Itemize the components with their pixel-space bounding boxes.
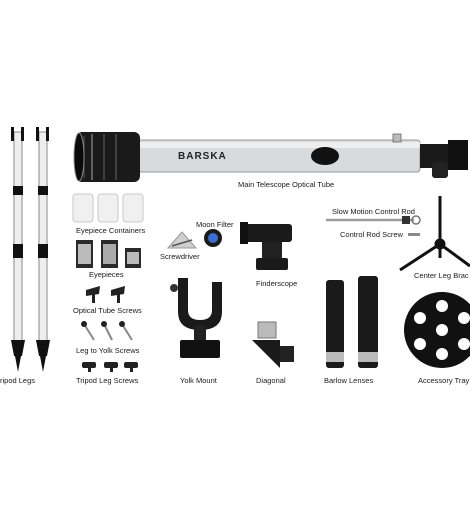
tripod-leg-left bbox=[11, 127, 25, 372]
label-tripod-leg-screws: Tripod Leg Screws bbox=[76, 376, 139, 385]
brand-logo: BARSKA bbox=[178, 151, 227, 162]
tripod-leg-right bbox=[36, 127, 50, 372]
label-eyepiece-containers: Eyepiece Containers bbox=[76, 226, 146, 235]
label-main-tube: Main Telescope Optical Tube bbox=[238, 180, 335, 189]
eyepieces bbox=[76, 240, 141, 268]
main-telescope-tube bbox=[73, 132, 468, 182]
diagonal bbox=[252, 321, 294, 368]
accessory-tray bbox=[404, 292, 470, 368]
label-slow-motion-control-rod: Slow Motion Control Rod bbox=[332, 207, 415, 216]
tripod-leg-screws bbox=[82, 362, 138, 372]
label-finderscope: Finderscope bbox=[256, 279, 298, 288]
eyepiece-containers bbox=[72, 193, 144, 223]
yolk-mount bbox=[170, 278, 222, 358]
finderscope bbox=[240, 222, 292, 270]
label-yolk-mount: Yolk Mount bbox=[180, 376, 217, 385]
slow-motion-control-rod bbox=[326, 215, 421, 225]
barlow-lenses bbox=[326, 276, 378, 368]
label-center-leg-bracket: Center Leg Brac bbox=[414, 271, 469, 280]
center-leg-bracket bbox=[399, 196, 470, 272]
label-tripod-legs: ripod Legs bbox=[0, 376, 36, 385]
label-eyepieces: Eyepieces bbox=[89, 270, 124, 279]
screwdriver bbox=[166, 231, 198, 249]
label-screwdriver: Screwdriver bbox=[160, 252, 200, 261]
label-leg-to-yolk-screws: Leg to Yolk Screws bbox=[76, 346, 140, 355]
brand-text: BARSKA bbox=[178, 151, 227, 162]
label-accessory-tray: Accessory Tray bbox=[418, 376, 470, 385]
label-barlow-lenses: Barlow Lenses bbox=[324, 376, 374, 385]
label-optical-tube-screws: Optical Tube Screws bbox=[73, 306, 142, 315]
label-diagonal: Diagonal bbox=[256, 376, 286, 385]
leg-to-yolk-screws bbox=[81, 321, 133, 341]
label-moon-filter: Moon Filter bbox=[196, 220, 234, 229]
moon-filter bbox=[204, 229, 222, 247]
optical-tube-screws bbox=[86, 286, 125, 303]
control-rod-screw bbox=[408, 233, 420, 236]
label-control-rod-screw: Control Rod Screw bbox=[340, 230, 403, 239]
tripod-legs bbox=[11, 127, 50, 372]
